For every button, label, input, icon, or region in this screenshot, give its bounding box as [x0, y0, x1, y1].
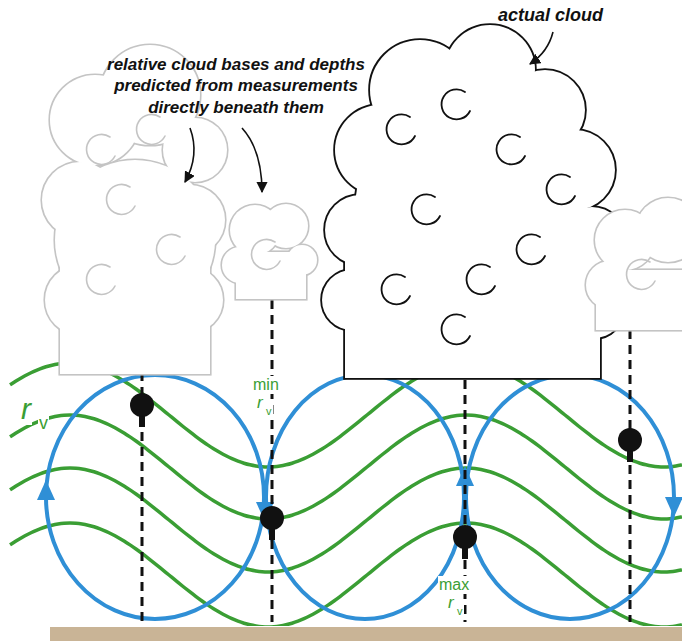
cloud-part	[264, 204, 308, 248]
mixing-ratio-line	[10, 415, 682, 519]
extreme-label: min	[252, 376, 280, 394]
roll-loop	[46, 375, 264, 619]
leader-arrow	[530, 32, 553, 64]
probe-dot	[130, 393, 154, 417]
cloud-part	[236, 252, 306, 299]
cloud-part	[636, 198, 682, 262]
probe-dot	[618, 428, 642, 452]
variable-subscript: v	[38, 414, 49, 434]
clouds	[42, 25, 682, 378]
cloud-part	[60, 250, 210, 374]
extreme-label: max	[438, 576, 470, 594]
variable-symbol: r	[447, 594, 455, 613]
flow-arrowhead	[37, 480, 55, 500]
cloud-curl	[87, 264, 115, 294]
roll-circulation	[37, 375, 682, 619]
cloud-part	[345, 250, 600, 378]
cloud-curl	[467, 264, 495, 294]
cloud-curl	[157, 234, 185, 264]
cloud	[222, 204, 317, 299]
cloud-curl	[547, 174, 575, 204]
cloud-part	[60, 250, 210, 374]
dashed-column	[629, 330, 632, 622]
cloud-part	[236, 252, 306, 299]
ground	[50, 627, 682, 641]
mixing-ratio-line	[10, 468, 682, 572]
cloud-part	[596, 270, 682, 330]
humidity-lines	[10, 363, 682, 626]
cloud-curl	[87, 134, 115, 164]
cloud-curl	[107, 184, 135, 214]
annotation: relative cloud bases and depths predicte…	[86, 54, 386, 118]
roll-loop	[266, 375, 464, 619]
variable-symbol: r	[256, 394, 264, 413]
cloud-curl	[412, 194, 440, 224]
cloud-curl	[627, 259, 655, 289]
variable-subscript: v	[456, 605, 464, 617]
cloud-curl	[517, 234, 545, 264]
probe-dot	[260, 506, 284, 530]
cloud	[322, 25, 625, 378]
leader-arrow	[242, 128, 262, 192]
variable-subscript: v	[265, 405, 273, 417]
dashed-column	[271, 300, 274, 622]
probe-dot	[453, 525, 477, 549]
cloud-curl	[387, 114, 415, 144]
cloud-part	[345, 250, 600, 378]
cloud-curl	[252, 239, 280, 269]
flow-arrowhead	[665, 497, 682, 517]
cloud-curl	[137, 114, 165, 144]
cloud	[586, 198, 682, 330]
cloud-curl	[382, 274, 410, 304]
cloud-label: actual cloud	[498, 6, 603, 26]
cloud-part	[596, 270, 682, 330]
cloud-curl	[442, 89, 470, 119]
cloud-curl	[442, 314, 470, 344]
cloud-curl	[497, 134, 525, 164]
leader-arrow	[185, 128, 194, 182]
variable-symbol: r	[20, 392, 32, 425]
roll-loop	[466, 375, 674, 619]
cloud-part	[264, 204, 308, 248]
